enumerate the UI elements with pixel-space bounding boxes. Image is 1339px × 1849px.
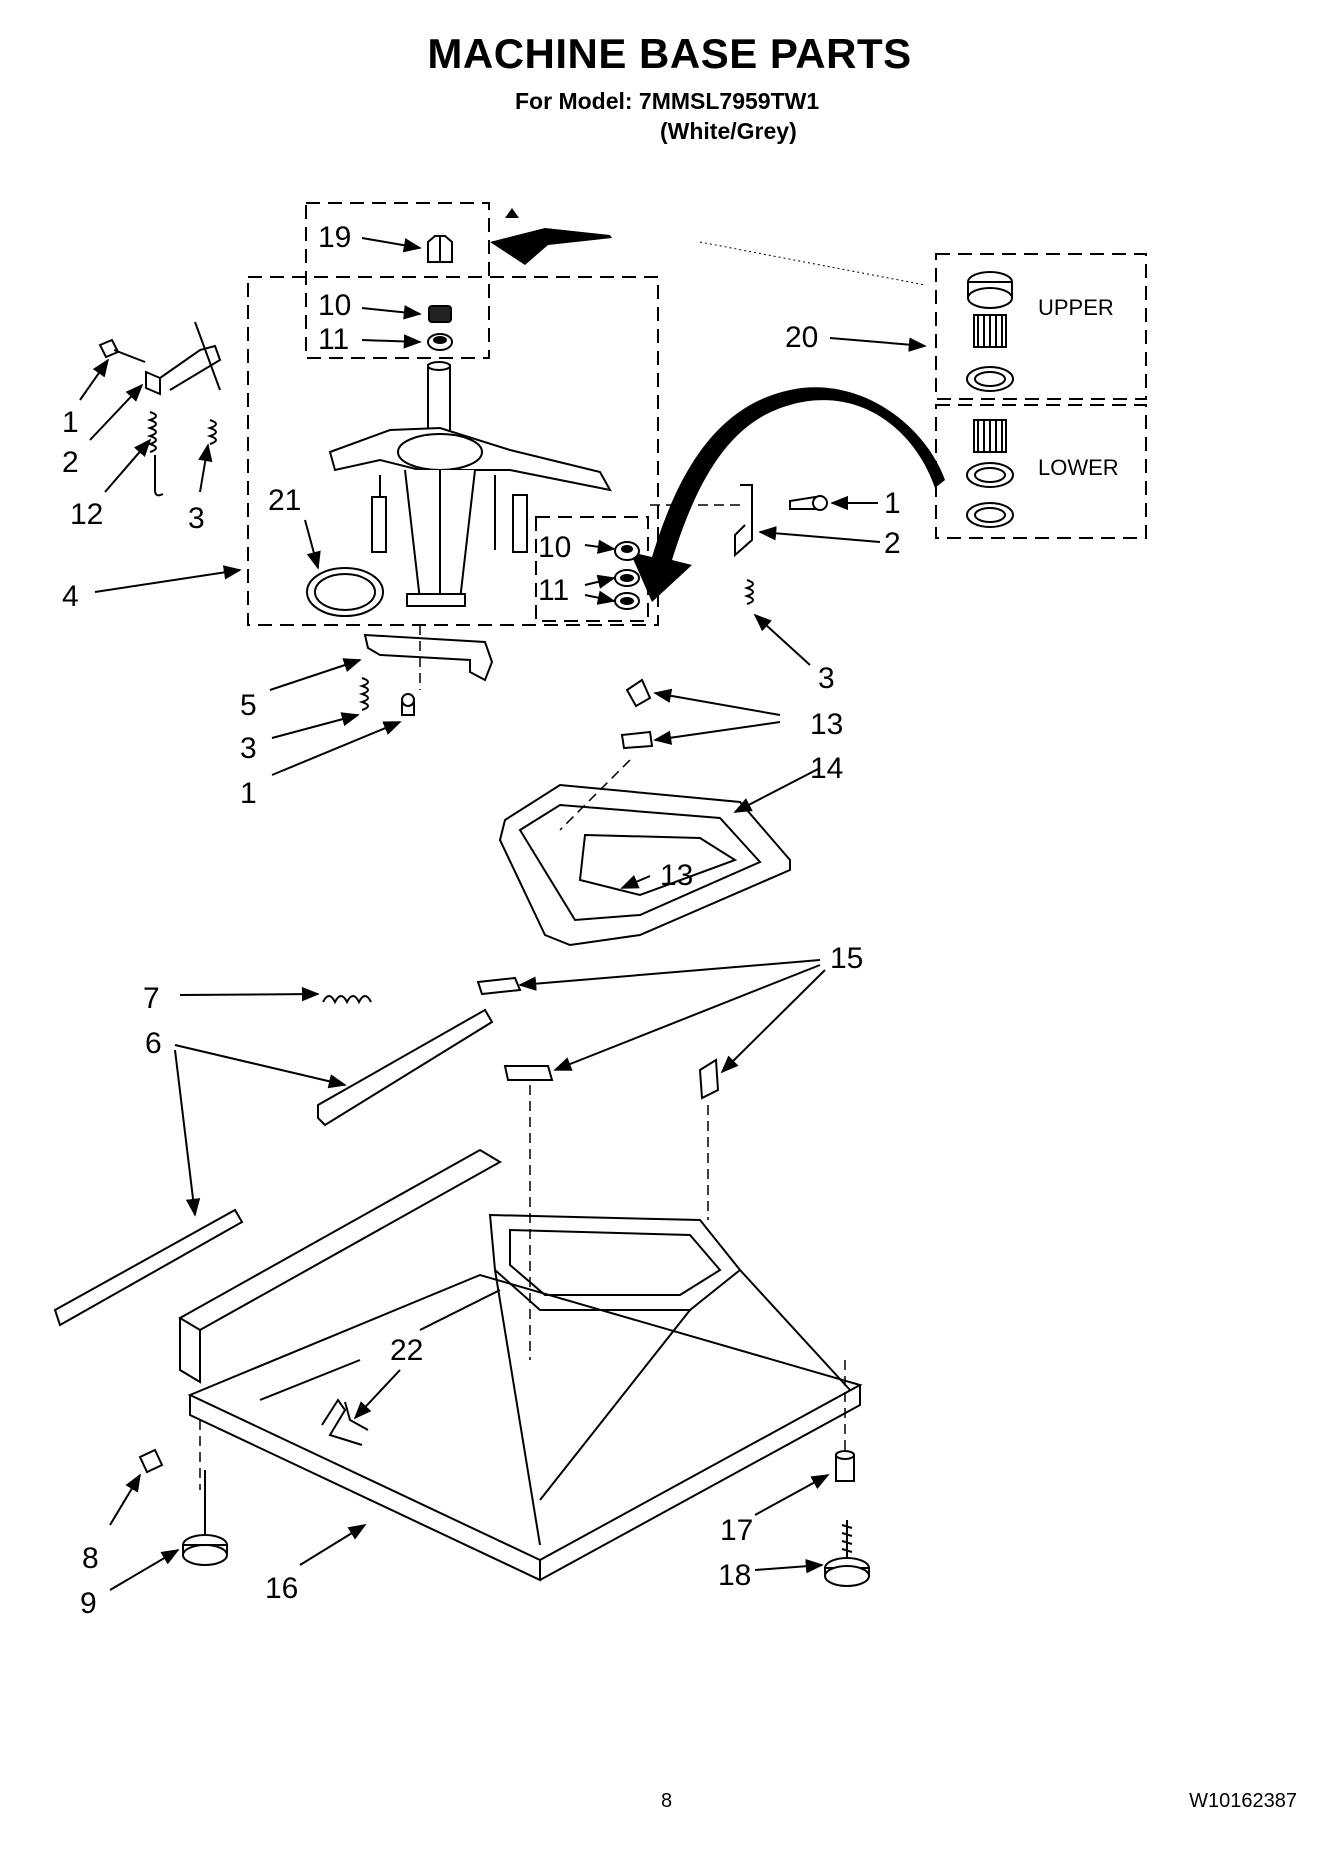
small-up-arrow-icon: [505, 208, 519, 218]
document-number: W10162387: [1189, 1790, 1297, 1812]
bearing-label-lower: LOWER: [1038, 455, 1119, 480]
part-18-leg-icon: [824, 1520, 870, 1587]
part-3-right-spring-icon: [743, 579, 754, 605]
part-20-upper-bearing-icon: [966, 271, 1014, 392]
callout-1-right: 1: [884, 487, 901, 520]
part-3-left-spring-icon: [206, 419, 217, 445]
part-4-hub-assembly-icon: [328, 361, 612, 607]
callout-9: 9: [80, 1587, 97, 1620]
callout-13-lower: 13: [660, 859, 693, 892]
part-1-lower-screw-icon: [401, 693, 415, 716]
callout-11-upper: 11: [318, 323, 349, 356]
part-16-base-frame-icon: [178, 1148, 863, 1582]
callout-1-lower: 1: [240, 777, 257, 810]
direction-arrow-icon: [490, 228, 612, 265]
callout-1-left: 1: [62, 406, 79, 439]
callout-22: 22: [390, 1334, 423, 1367]
part-1-left-screw-icon: [98, 338, 146, 363]
callout-17: 17: [720, 1514, 753, 1547]
callout-3-right: 3: [818, 662, 835, 695]
part-14-tub-support-icon: [498, 783, 791, 947]
hub-parts-box-upper: [247, 202, 1147, 626]
part-19-bushing-icon: [427, 235, 453, 263]
callout-6: 6: [145, 1027, 162, 1060]
callout-numbers: 19 10 11 20 1 2 12 3 21 4 10 11 1 2 3 5 …: [62, 221, 901, 1620]
part-21-seal-ring-icon: [306, 567, 384, 617]
page-title: MACHINE BASE PARTS: [427, 30, 912, 77]
part-7-spring-icon: [322, 995, 372, 1005]
part-17-nut-icon: [835, 1450, 855, 1482]
callout-3-left: 3: [188, 502, 205, 535]
part-12-spring-icon: [146, 411, 164, 497]
callout-10-upper: 10: [318, 289, 351, 322]
model-line: For Model: 7MMSL7959TW1: [515, 88, 820, 114]
callout-3-lower: 3: [240, 732, 257, 765]
callout-4: 4: [62, 580, 79, 613]
callout-19: 19: [318, 221, 351, 254]
callout-14: 14: [810, 752, 843, 785]
callout-2-right: 2: [884, 527, 901, 560]
part-9-leg-icon: [182, 1470, 228, 1566]
callout-10-lower: 10: [538, 531, 571, 564]
callout-16: 16: [265, 1572, 298, 1605]
part-1-right-screw-icon: [789, 495, 828, 511]
part-2-right-bracket-icon: [734, 484, 753, 558]
part-6-upper-rail-icon: [317, 1008, 494, 1127]
bearing-label-upper: UPPER: [1038, 295, 1114, 320]
part-20-lower-bearing-icon: [966, 419, 1014, 528]
part-8-pin-icon: [138, 1448, 164, 1474]
callout-7: 7: [143, 982, 160, 1015]
callout-20: 20: [785, 321, 818, 354]
part-6-lower-rail-icon: [53, 1208, 244, 1327]
part-3-lower-spring-icon: [358, 677, 369, 711]
callout-11-lower: 11: [538, 574, 569, 607]
part-2-left-bracket-icon: [145, 321, 222, 396]
part-10-lower-bushing-icon: [614, 541, 640, 561]
part-15-clip-icon: [476, 976, 720, 1100]
bearing-arrow-icon: [630, 387, 945, 602]
part-22-clip-icon: [321, 1398, 369, 1446]
part-5-strap-icon: [363, 633, 494, 682]
callout-18: 18: [718, 1559, 751, 1592]
callout-5: 5: [240, 689, 257, 722]
page-number: 8: [661, 1790, 673, 1812]
callout-15: 15: [830, 942, 863, 975]
callout-12: 12: [70, 498, 103, 531]
callout-8: 8: [82, 1542, 99, 1575]
part-10-upper-bushing-icon: [428, 305, 452, 323]
callout-2-left: 2: [62, 446, 79, 479]
color-line: (White/Grey): [660, 118, 797, 144]
callout-13-upper: 13: [810, 708, 843, 741]
callout-21: 21: [268, 484, 301, 517]
part-11-lower-washer-icon: [614, 569, 640, 610]
part-11-upper-washer-icon: [427, 333, 453, 351]
